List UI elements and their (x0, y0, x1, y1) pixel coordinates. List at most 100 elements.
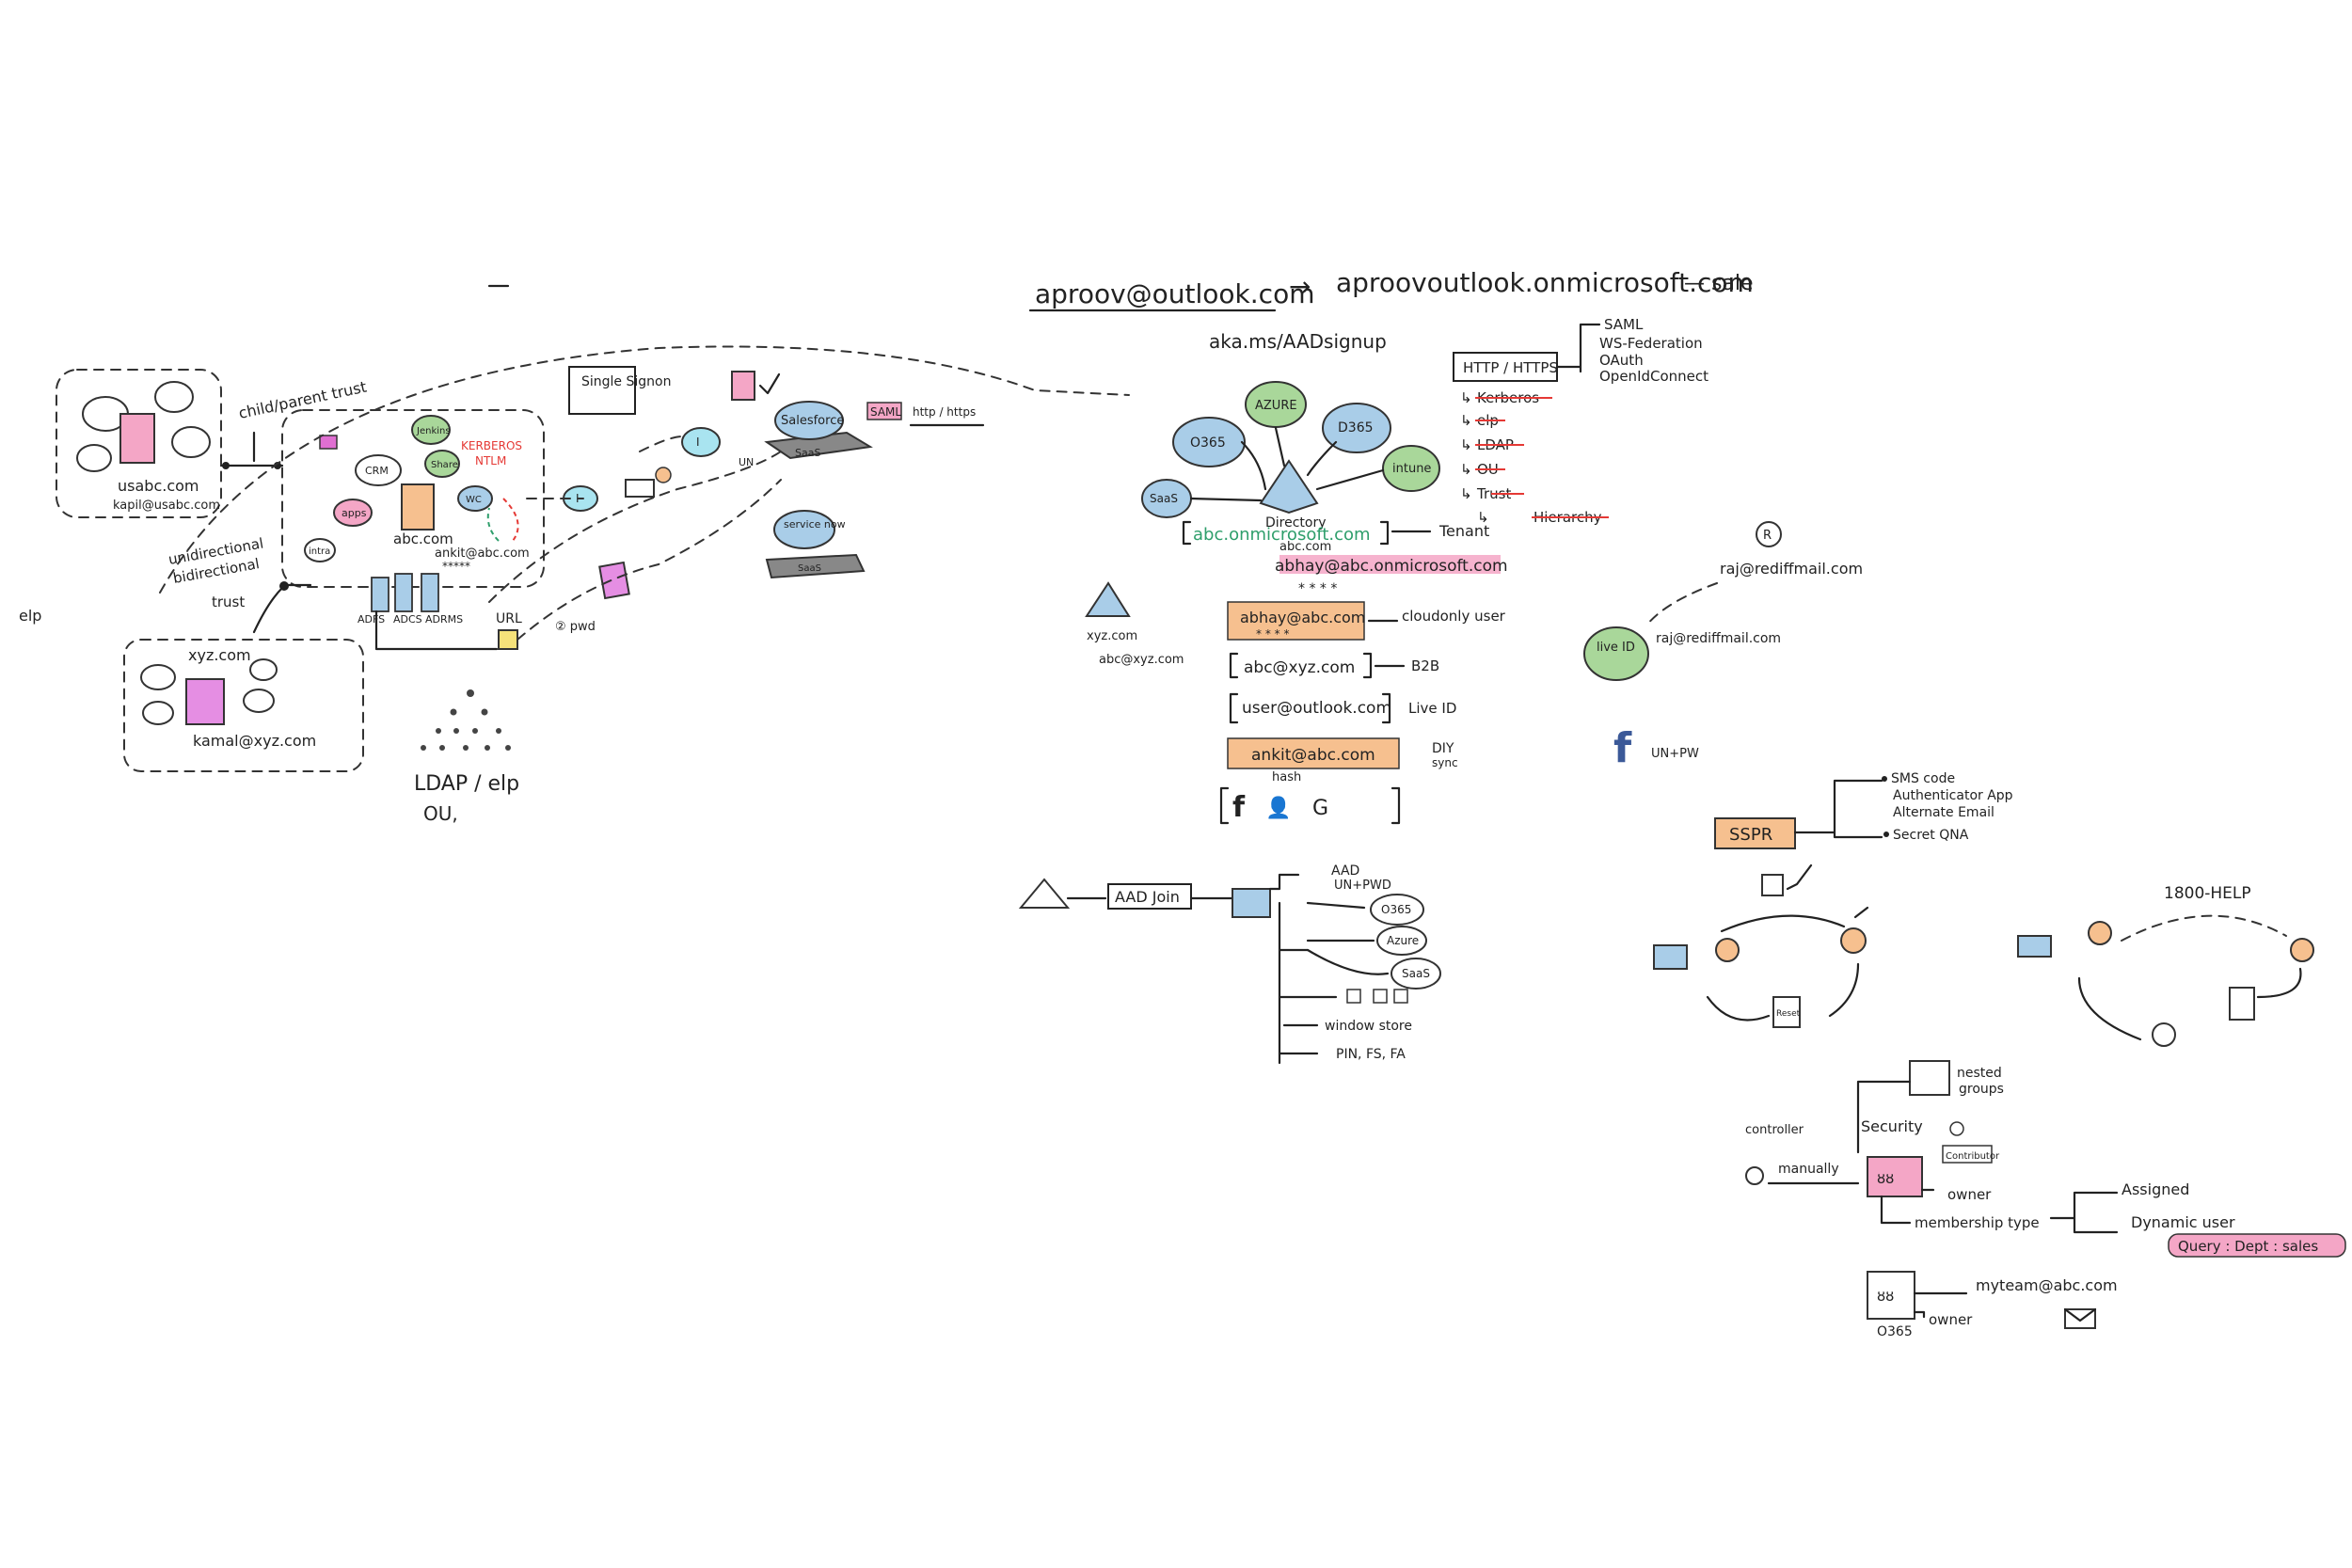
trust-dot (222, 462, 230, 469)
xyz-tenant: xyz.com (1087, 629, 1137, 643)
usabc-dc-cube (119, 413, 155, 464)
user2-box (1227, 601, 1365, 641)
aad-join-section: AAD Join AAD UN+PWD O365 Azure SaaS wind… (1018, 863, 1441, 1065)
call-dashed (2121, 914, 2287, 942)
check-icon (758, 372, 781, 395)
groups-section: nested groups Security Contributor contr… (1745, 1060, 2346, 1339)
o365-group-cube (1867, 1271, 1915, 1320)
o365-label: O365 (1190, 436, 1226, 451)
join-tree (1268, 873, 1310, 1065)
user-head (655, 467, 672, 483)
trust-word: trust (212, 594, 245, 610)
onprem-section: usabc.com kapil@usabc.com child/parent t… (19, 369, 630, 825)
arrow-bullet: ↳ (1460, 461, 1472, 478)
nested-label: nested (1957, 1066, 2002, 1081)
wc-label: WC (466, 495, 482, 505)
protocols-section: HTTP / HTTPS SAML WS-Federation OAuth Op… (1453, 316, 1708, 526)
group-cube (1867, 1156, 1923, 1197)
usabc-trees (76, 381, 211, 472)
facebook-icon: f (1232, 791, 1246, 824)
check-icon (1853, 906, 1869, 919)
aad-label: AAD (1331, 863, 1359, 879)
sso-section: Single Signon Salesforce SaaS SAML http … (159, 345, 1130, 641)
user1-stars: * * * * (1298, 581, 1337, 596)
intra-cloud (304, 538, 336, 562)
onprem-to-cloud-dashed (159, 345, 1130, 594)
usabc-user: kapil@usabc.com (113, 499, 220, 513)
confused-user (2088, 921, 2112, 945)
query-label: Query : Dept : sales (2178, 1238, 2318, 1255)
header-arrow: → (1289, 271, 1311, 302)
salesforce-cloud (774, 401, 844, 440)
facebook-logo-icon: f (1613, 724, 1632, 772)
share-label: Share (431, 460, 458, 470)
abc-dc-cube (401, 483, 435, 531)
proto-right-1: WS-Federation (1599, 335, 1703, 352)
o365-links (1913, 1291, 1968, 1319)
protocols-bracket (1555, 323, 1601, 373)
kerberos-label: KERBEROS (461, 439, 522, 452)
contributor-label: Contributor (1946, 1151, 2000, 1162)
servicenow-cloud (773, 510, 835, 549)
live-id-label: live ID (1597, 641, 1635, 655)
sspr-bracket (1793, 779, 1883, 839)
social-person-icon: 👤 (1265, 796, 1291, 820)
aad-join-label: AAD Join (1115, 888, 1180, 906)
elp-label: elp (19, 607, 41, 625)
group-members-icon: ȣȣ (1877, 1170, 1894, 1187)
unpwd-label: UN+PW (1651, 747, 1699, 761)
azure-label: AZURE (1255, 399, 1297, 413)
un-label: UN (739, 456, 754, 468)
ntlm-label: NTLM (475, 454, 506, 467)
sync-label: sync (1432, 756, 1458, 769)
o365-group-label: O365 (1877, 1324, 1913, 1339)
user5: ankit@abc.com (1251, 746, 1375, 765)
user-avatar (1715, 938, 1740, 962)
directory-title: Directory (1265, 515, 1327, 531)
proto-right-0: SAML (1604, 316, 1644, 333)
auth-arrow-green (486, 507, 500, 542)
join-o365: O365 (1381, 903, 1411, 916)
adrms-label: ADRMS (425, 613, 463, 626)
intune-cloud (1382, 445, 1440, 492)
http-label: http / https (913, 405, 976, 419)
apps-label: apps (342, 507, 367, 519)
arrow-bullet: ↳ (1460, 436, 1472, 453)
user3: abc@xyz.com (1244, 658, 1355, 677)
security-label: Security (1861, 1117, 1923, 1135)
join-pyramid (1018, 878, 1071, 909)
intra-label: intra (309, 546, 330, 557)
sso-dashed-2 (516, 479, 782, 641)
mail-flap (2063, 1307, 2097, 1323)
abc-user: ankit@abc.com (435, 546, 530, 561)
store-app-icons (1346, 989, 1408, 1004)
live-email-1: raj@rediffmail.com (1720, 560, 1863, 578)
intune-label: intune (1392, 462, 1431, 476)
user-laptop (1653, 944, 1688, 970)
user4-bracket (1229, 692, 1391, 724)
single-label: Single Signon (581, 374, 671, 389)
xyz-tenant-user: abc@xyz.com (1099, 653, 1184, 667)
saas-cloud-label: SaaS (1150, 492, 1178, 505)
dynamic-label: Dynamic user (2131, 1213, 2235, 1231)
join-app-links (1306, 901, 1390, 975)
join-azure: Azure (1387, 934, 1419, 947)
crm-cloud (355, 454, 402, 486)
nested-group-cube (1909, 1060, 1950, 1096)
owner-label: owner (1947, 1186, 1992, 1203)
join-saas-cloud (1391, 958, 1441, 990)
xyz-forest-box (123, 639, 364, 772)
wc-cloud (457, 485, 493, 512)
saas-label-2: SaaS (798, 563, 821, 574)
proto-right-3: OpenIdConnect (1599, 368, 1708, 385)
abc-forest-box (281, 409, 545, 588)
xyz-domain: xyz.com (188, 646, 251, 664)
membership-label: membership type (1915, 1214, 2040, 1231)
bracket-left (1182, 520, 1192, 546)
join-saas: SaaS (1402, 967, 1430, 980)
url-label: URL (496, 611, 522, 626)
helpdesk-avatar (1840, 927, 1867, 954)
helpdesk-agent (2290, 938, 2314, 962)
xyz-user: kamal@xyz.com (193, 732, 316, 750)
tenant-domain: abc.onmicrosoft.com (1193, 525, 1371, 545)
